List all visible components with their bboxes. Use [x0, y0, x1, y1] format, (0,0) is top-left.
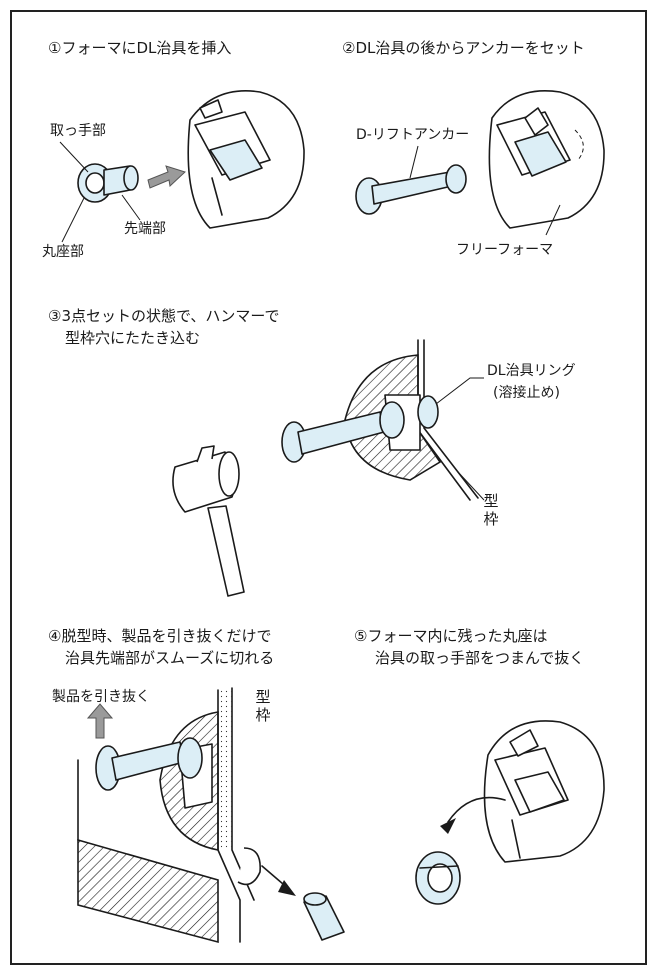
label-free-former: フリーフォーマ [456, 242, 554, 258]
label-tip: 先端部 [124, 221, 166, 237]
label-d-lift-anchor: D-リフトアンカー [356, 127, 470, 143]
step2-caption: ②DL治具の後からアンカーをセット [342, 39, 585, 57]
label-pull-out: 製品を引き抜く [52, 689, 150, 705]
anchor-head-right [445, 164, 467, 194]
step4-caption-line1: ④脱型時、製品を引き抜くだけで [48, 627, 272, 645]
label-formwork-step4-a: 型 [255, 688, 271, 706]
remove-arrow [447, 796, 506, 823]
insert-arrow [147, 165, 186, 189]
step5-caption-line1: ⑤フォーマ内に残った丸座は [354, 627, 548, 645]
leader-free-former [545, 204, 561, 236]
ring-step4 [237, 847, 261, 886]
leader-round-seat [61, 197, 85, 243]
step5-caption-line2: 治具の取っ手部をつまんで抜く [375, 649, 585, 667]
anchor-shaft [371, 171, 453, 205]
leader-formwork-step3 [457, 471, 485, 501]
label-formwork-b: 枠 [483, 510, 499, 528]
label-formwork-a: 型 [483, 492, 499, 510]
jig-handle [85, 172, 105, 194]
anchor-step3 [281, 395, 439, 463]
step1-caption: ①フォーマにDL治具を挿入 [48, 39, 232, 57]
remove-arrowhead [440, 818, 456, 834]
leader-anchor [409, 145, 419, 179]
formwork-step4 [217, 687, 255, 943]
diagram-frame [10, 10, 647, 965]
leader-dl-ring [435, 377, 484, 405]
dl-ring [417, 395, 439, 429]
dl-jig-step1 [77, 163, 139, 203]
label-formwork-step4-b: 枠 [255, 706, 271, 724]
label-dl-ring-line2: (溶接止め) [493, 385, 560, 401]
d-lift-anchor-step2 [355, 164, 467, 215]
drop-arrowhead [278, 880, 296, 896]
former-step1 [187, 90, 305, 229]
former-step2 [488, 90, 605, 229]
former-step5 [483, 720, 605, 863]
leader-handle [59, 141, 89, 173]
label-dl-ring-line1: DL治具リング [487, 363, 576, 379]
step3-caption-line2: 型枠穴にたたき込む [65, 329, 201, 347]
anchor3-seat [379, 401, 405, 439]
concrete-product [77, 759, 219, 944]
round-seat-step5 [415, 851, 461, 905]
step3-caption-line1: ③3点セットの状態で、ハンマーで [48, 307, 280, 325]
leader-tip [121, 194, 141, 221]
label-round-seat: 丸座部 [42, 244, 84, 260]
former-section-step4 [159, 711, 219, 851]
jig-tip [123, 165, 139, 191]
anchor-step4 [95, 737, 203, 791]
pull-up-arrow [86, 703, 114, 739]
cut-tip-piece [303, 892, 345, 941]
label-handle: 取っ手部 [50, 123, 106, 139]
step4-caption-line2: 治具先端部がスムーズに切れる [65, 649, 275, 667]
hammer-icon [172, 445, 245, 597]
